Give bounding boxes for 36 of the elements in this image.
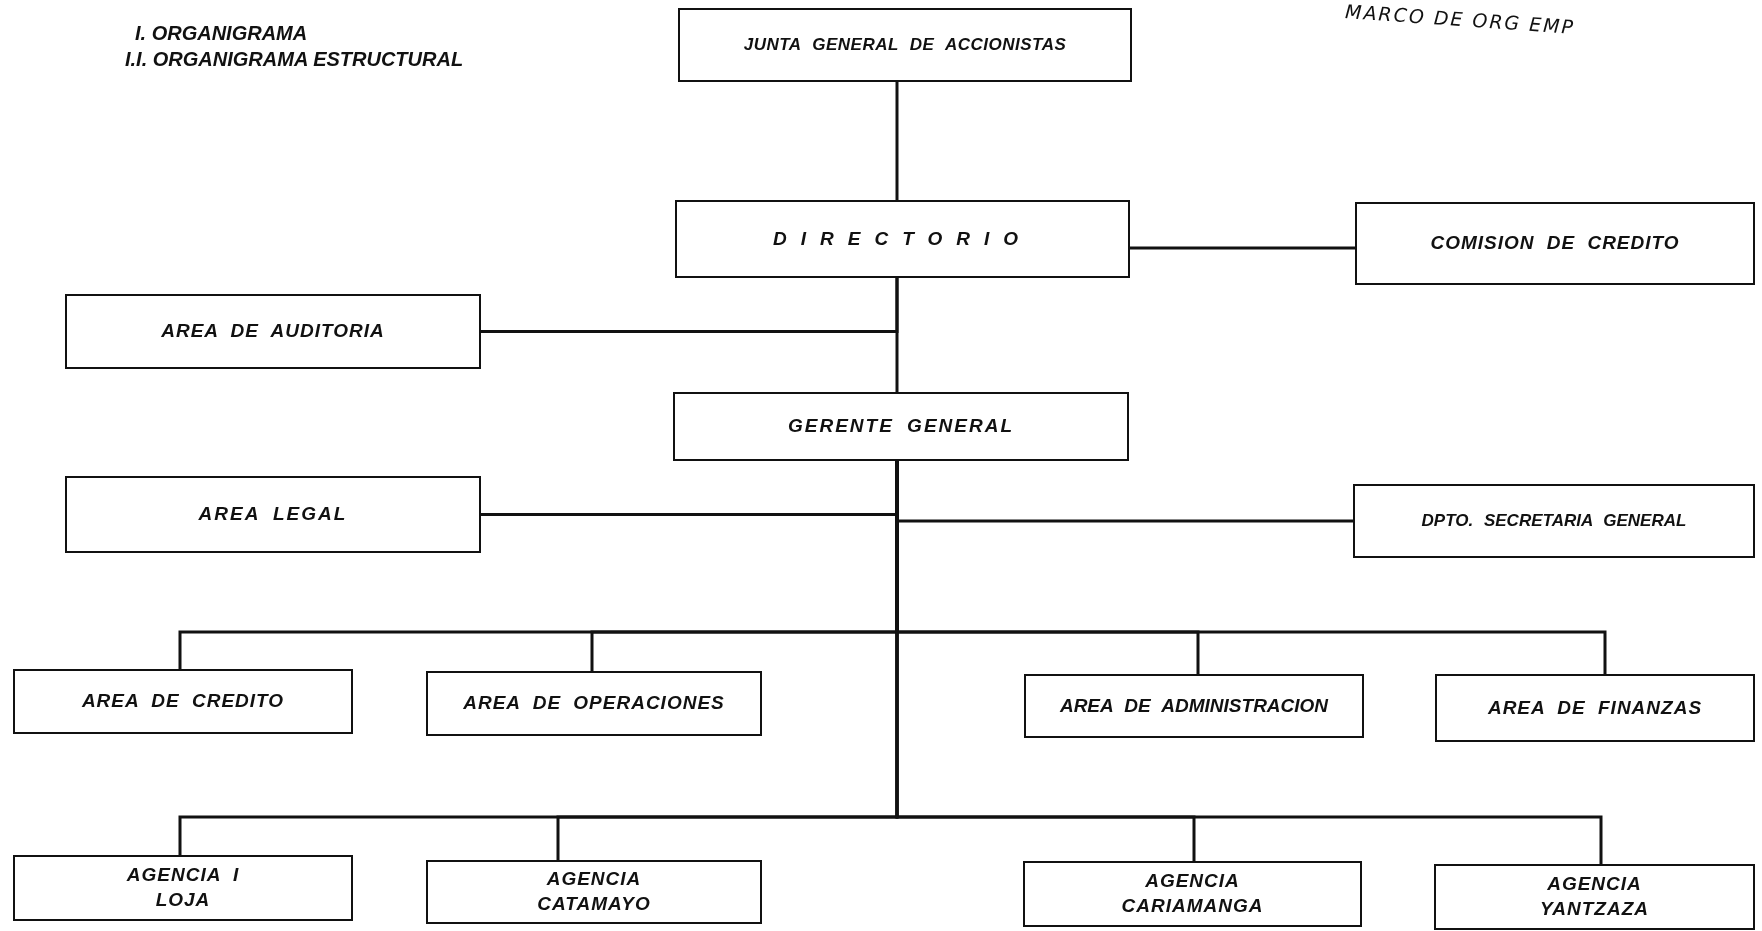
org-unit-box [426, 671, 762, 736]
handwritten-note: MARCO DE ORG EMP [1344, 0, 1576, 38]
heading-text: I. ORGANIGRAMA [135, 22, 308, 45]
connector-line [895, 82, 899, 200]
unit-name: AREA DE FINANZAS [1487, 695, 1703, 720]
org-unit-box [426, 860, 762, 924]
org-unit-box [1434, 864, 1755, 930]
unit-name: JUNTA GENERAL DE ACCIONISTAS [743, 33, 1067, 56]
org-unit-box [673, 392, 1129, 461]
org-unit-box [65, 294, 481, 369]
unit-name: AREA DE ADMINISTRACION [1059, 693, 1329, 718]
unit-name: AGENCIA YANTZAZA [1539, 872, 1650, 921]
connector-line [1130, 246, 1355, 250]
unit-name: AREA DE AUDITORIA [161, 319, 385, 344]
unit-name: AREA DE OPERACIONES [463, 691, 725, 716]
unit-name: COMISION DE CREDITO [1430, 231, 1680, 256]
org-unit-box [675, 200, 1130, 278]
unit-name: DIRECTORIO [773, 226, 1032, 251]
org-unit-box [13, 855, 353, 921]
unit-name: AGENCIA I LOJA [125, 863, 241, 912]
org-unit-box [1435, 674, 1755, 742]
connector-line [481, 278, 899, 333]
org-unit-box [13, 669, 353, 734]
unit-name: DPTO. SECRETARIA GENERAL [1421, 509, 1687, 532]
unit-name: AREA LEGAL [198, 502, 348, 527]
heading-text: I.I. ORGANIGRAMA ESTRUCTURAL [125, 48, 464, 71]
unit-name: AREA DE CREDITO [81, 689, 285, 714]
unit-name: AGENCIA CARIAMANGA [1120, 869, 1265, 918]
unit-name: AGENCIA CATAMAYO [536, 867, 652, 916]
org-unit-box [1355, 202, 1755, 285]
org-unit-box [1353, 484, 1755, 558]
org-unit-box [1023, 861, 1362, 927]
org-unit-box [678, 8, 1132, 82]
unit-name: GERENTE GENERAL [788, 414, 1014, 439]
org-unit-box [65, 476, 481, 553]
org-unit-box [1024, 674, 1364, 738]
